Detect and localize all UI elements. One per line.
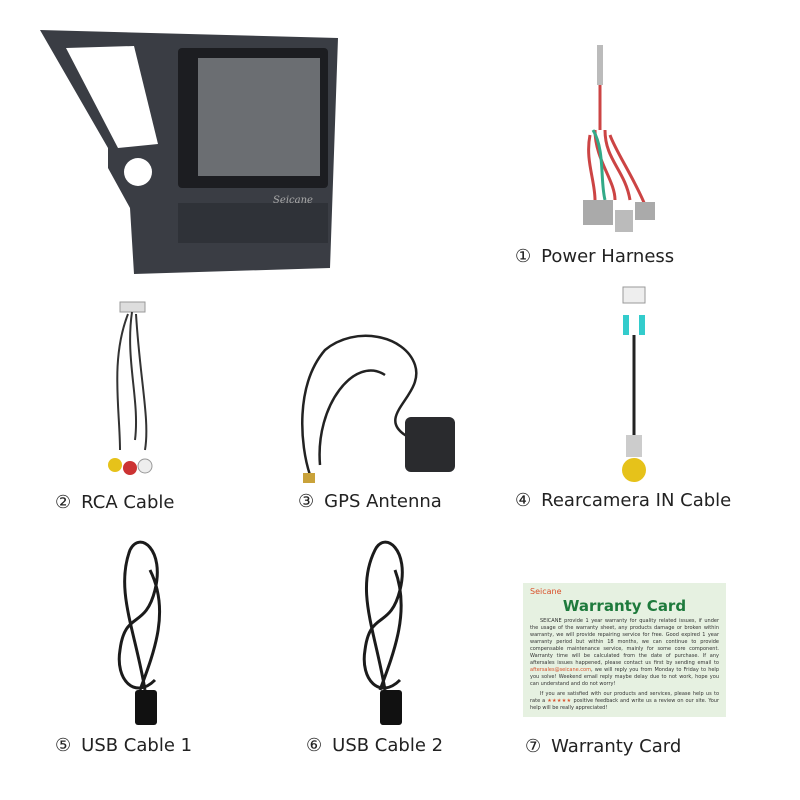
item-number: ② (55, 492, 72, 513)
usb-cable-1-image (117, 540, 162, 725)
item-label: USB Cable 1 (81, 735, 193, 756)
usb-cable-2-image (362, 540, 404, 725)
item-number: ⑤ (55, 735, 72, 756)
item-number: ③ (298, 491, 315, 512)
head-unit-image: Seicane (40, 30, 338, 274)
card-text: , we will reply you from Monday to Frida… (530, 667, 719, 687)
label-usb-cable-2: ⑥ USB Cable 2 (306, 735, 443, 756)
card-text: SEICANE provide 1 year warranty for qual… (530, 618, 719, 666)
item-label: Warranty Card (551, 736, 682, 757)
card-email: aftersales@seicane.com (530, 667, 591, 673)
warranty-card: Seicane Warranty Card SEICANE provide 1 … (523, 583, 726, 717)
label-gps-antenna: ③ GPS Antenna (298, 491, 442, 512)
item-number: ⑦ (525, 736, 542, 757)
card-brand: Seicane (530, 587, 562, 596)
item-label: Power Harness (541, 246, 675, 267)
gps-antenna-image (301, 334, 455, 483)
card-paragraph-2: If you are satisfied with our products a… (530, 691, 719, 712)
label-power-harness: ① Power Harness (515, 246, 674, 267)
label-rca-cable: ② RCA Cable (55, 492, 174, 513)
item-label: USB Cable 2 (332, 735, 444, 756)
item-number: ④ (515, 490, 532, 511)
item-label: Rearcamera IN Cable (541, 490, 732, 511)
item-label: GPS Antenna (324, 491, 442, 512)
item-label: RCA Cable (81, 492, 175, 513)
card-text: If you are satisfied with our products a… (530, 691, 719, 704)
item-number: ⑥ (306, 735, 323, 756)
label-usb-cable-1: ⑤ USB Cable 1 (55, 735, 192, 756)
power-harness-image (583, 45, 655, 232)
label-warranty-card: ⑦ Warranty Card (525, 736, 681, 757)
item-number: ① (515, 246, 532, 267)
card-paragraph-1: SEICANE provide 1 year warranty for qual… (530, 618, 719, 688)
head-unit-logo: Seicane (273, 195, 313, 206)
label-rearcamera-cable: ④ Rearcamera IN Cable (515, 490, 731, 511)
rca-cable-image (108, 301, 153, 475)
card-text: positive feedback and write us a review … (530, 698, 720, 711)
rearcamera-cable-image (622, 286, 646, 482)
card-stars: ★★★★★ (547, 698, 572, 704)
card-title: Warranty Card (562, 597, 687, 615)
